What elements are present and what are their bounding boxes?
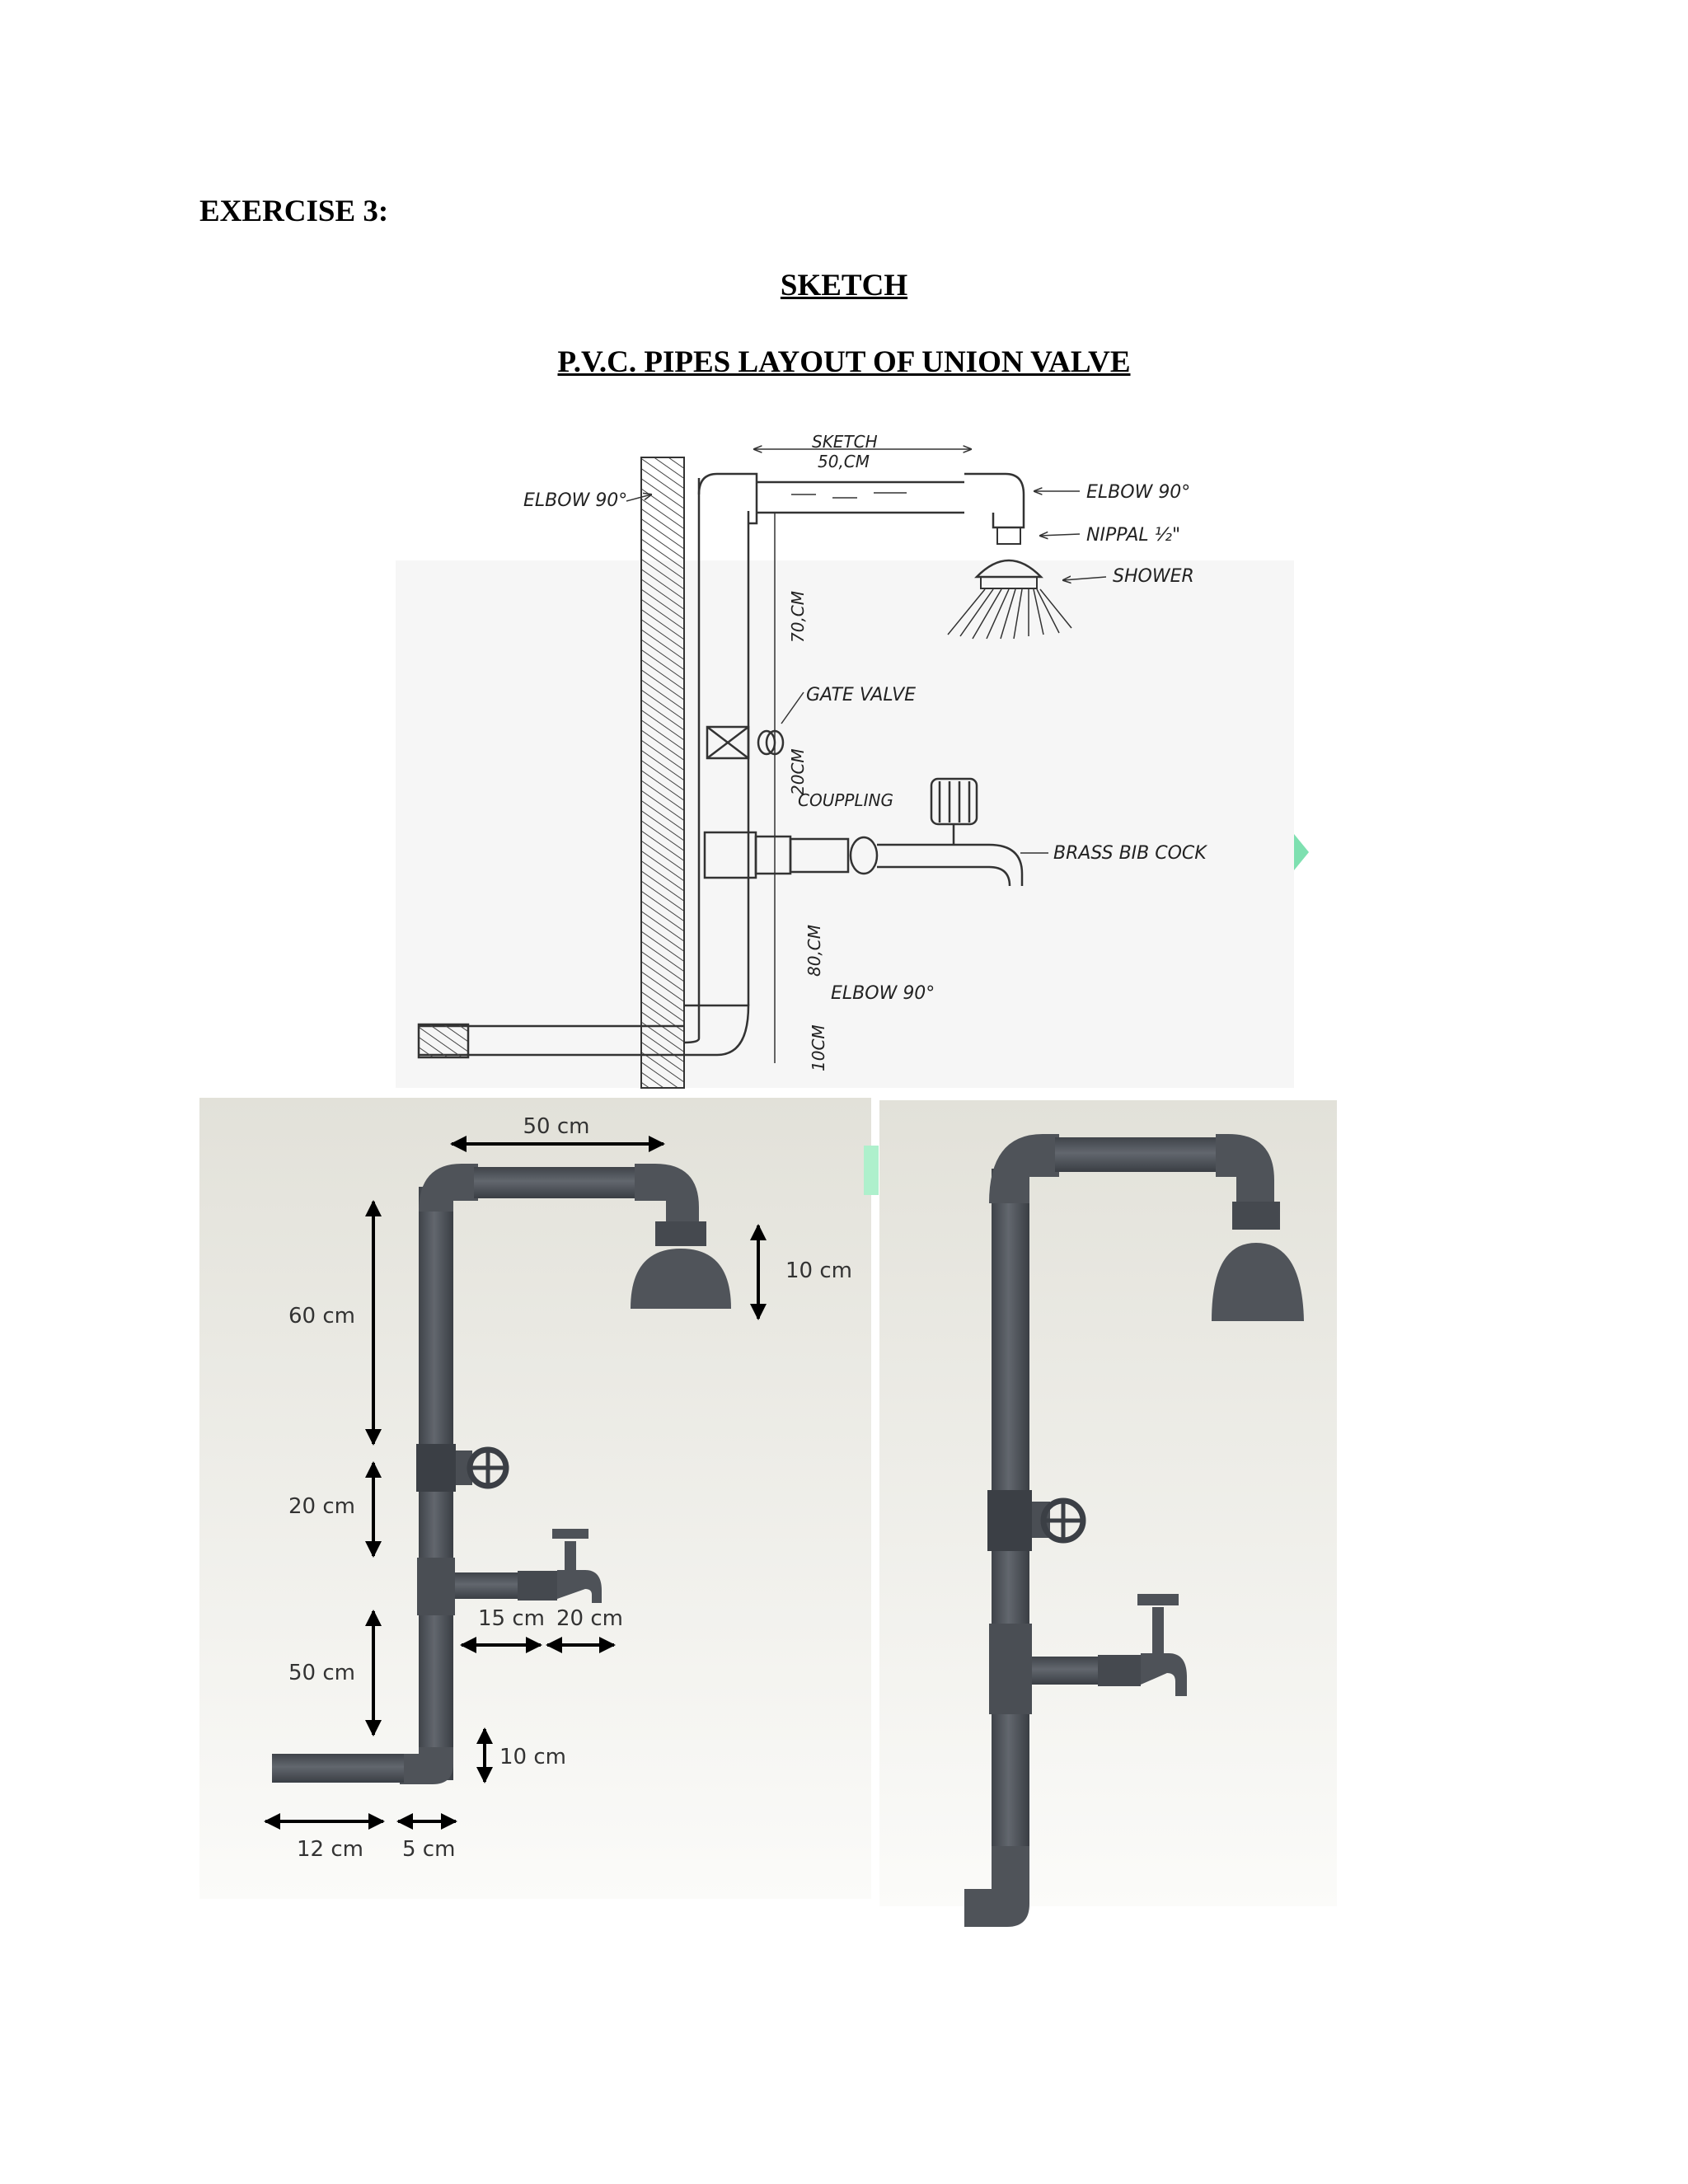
sketch-label-gate-valve: GATE VALVE: [806, 685, 916, 705]
render-dimensioned: 50 cm 10 cm 60 cm 20 cm 15 cm 20 cm 50 c…: [199, 1098, 879, 1899]
plain-elbow-bottom: [964, 1846, 1029, 1927]
sketch-label-title: SKETCH: [812, 432, 878, 452]
render-plain-background: [879, 1100, 1337, 1906]
dim-label-bib-cock: 20 cm: [556, 1606, 623, 1631]
dim-label-inlet-offset: 5 cm: [402, 1837, 455, 1862]
plain-gate-valve: [987, 1490, 1086, 1551]
dim-label-upper-riser: 60 cm: [288, 1304, 355, 1329]
render-top-pipe: [474, 1167, 639, 1198]
dim-label-valve-section: 20 cm: [288, 1494, 355, 1519]
sketch-label-shower: SHOWER: [1113, 566, 1194, 587]
sketch-callout-line: [781, 691, 804, 724]
dim-label-branch-pipe: 15 cm: [478, 1606, 545, 1631]
render-elbow-top-right: [635, 1164, 699, 1224]
plain-elbow-top-left: [989, 1134, 1059, 1203]
plain-top-pipe: [1055, 1137, 1220, 1172]
dim-label-lower-riser: 50 cm: [288, 1661, 355, 1685]
dim-label-top-span: 50 cm: [523, 1114, 590, 1139]
render-inlet-pipe: [272, 1754, 404, 1783]
sketch-label-mid-drop: 20CM: [788, 748, 808, 795]
sketch-bottom-elbow: [417, 1004, 750, 1059]
sketch-elbow-top-left: [697, 472, 758, 525]
sketch-label-bib-cock: BRASS BIB COCK: [1053, 843, 1207, 864]
wall-hatch: [640, 457, 685, 1089]
sketch-nipple: [996, 527, 1021, 545]
plain-nipple: [1232, 1202, 1280, 1230]
render-elbow-bottom: [400, 1747, 453, 1784]
plain-bib-cock: [1098, 1594, 1187, 1696]
render-nipple: [655, 1221, 706, 1246]
render-gate-valve: [416, 1444, 509, 1492]
plain-elbow-top-right: [1216, 1134, 1274, 1205]
sketch-label-elbow-right: ELBOW 90°: [1086, 482, 1190, 503]
render-branch-pipe: [455, 1572, 518, 1599]
scan-background: [396, 560, 1294, 1088]
dim-label-shower-height: 10 cm: [785, 1258, 852, 1283]
render-tee: [417, 1558, 455, 1615]
dim-label-inlet-pipe: 12 cm: [297, 1837, 363, 1862]
green-marker: [864, 1146, 879, 1195]
dim-label-elbow: 10 cm: [499, 1745, 566, 1769]
plain-tee: [989, 1624, 1032, 1714]
layout-heading: P.V.C. PIPES LAYOUT OF UNION VALVE: [557, 345, 1131, 379]
sketch-label-elbow-left: ELBOW 90°: [523, 490, 627, 511]
plain-branch-pipe: [1032, 1657, 1098, 1685]
sketch-label-span: 50,CM: [818, 452, 870, 471]
render-bib-cock: [518, 1529, 602, 1603]
sketch-callout-line: [1040, 534, 1081, 536]
sketch-label-lower-drop: 80,CM: [804, 925, 824, 977]
sketch-label-bottom: 10CM: [809, 1024, 828, 1071]
render-plain: [879, 1100, 1337, 1927]
sketch-branch: [754, 777, 1024, 887]
sketch-label-nipple: NIPPAL ½": [1086, 525, 1180, 546]
sketch-callout-line: [1063, 577, 1107, 580]
sketch-elbow-top-right: [964, 472, 1025, 529]
sketch-top-pipe: [757, 480, 964, 514]
plain-shower-head: [1212, 1243, 1304, 1321]
sketch-callout-line: [626, 494, 651, 502]
green-marker: [1294, 834, 1309, 870]
sketch-label-upper-drop: 70,CM: [788, 591, 808, 643]
render-elbow-top-left: [419, 1164, 478, 1212]
sketch-shower: [947, 559, 1072, 640]
sketch-label-elbow-bottom: ELBOW 90°: [831, 983, 935, 1004]
hand-sketch: SKETCH 50,CM 70,CM 20CM 80,CM 10CM ELBOW…: [396, 432, 1309, 1089]
sketch-heading: SKETCH: [780, 269, 908, 302]
render-shower-head: [631, 1249, 731, 1309]
sketch-label-coupling: COUPPLING: [798, 790, 893, 810]
exercise-title: EXERCISE 3:: [199, 194, 389, 228]
